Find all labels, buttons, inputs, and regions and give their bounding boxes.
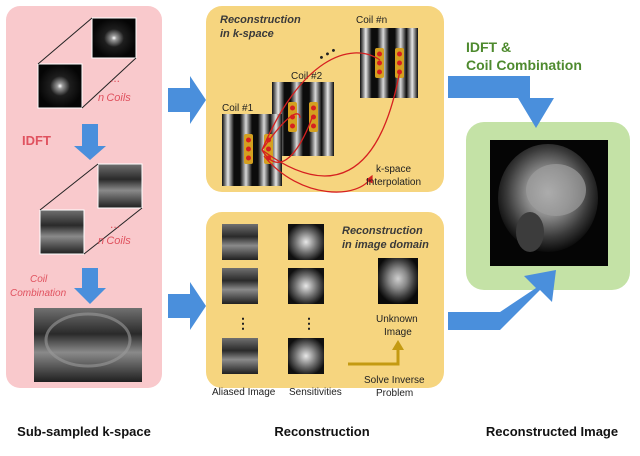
- coil-1-kspace: [222, 114, 282, 186]
- kspace-coil-stack: [37, 17, 137, 109]
- coil-n-kspace: [360, 28, 418, 98]
- unknown-image-thumb: [378, 258, 418, 304]
- kspace-title-line2: in k-space: [220, 28, 274, 40]
- unknown-image-label-line1: Unknown: [376, 314, 418, 325]
- coil-n-label: Coil #n: [356, 15, 387, 26]
- ellipsis-bottom: ...: [110, 217, 120, 231]
- nc-coils-bottom-label: n Coils: [98, 235, 131, 247]
- combined-aliased-image: [34, 308, 142, 382]
- solve-arrow-head: [392, 340, 404, 350]
- coil-2-label: Coil #2: [291, 71, 323, 82]
- unknown-image-label-line2: Image: [384, 327, 412, 338]
- footer-subsampled: Sub-sampled k-space: [17, 424, 151, 439]
- arrow-to-image-domain: [168, 282, 206, 330]
- aliased-vdots: ⋮: [236, 315, 250, 331]
- arrow-image-to-result: [448, 270, 556, 330]
- coil-1-label: Coil #1: [222, 103, 254, 114]
- arrow-idft-to-result: [448, 76, 554, 128]
- nc-coils-top-label: n Coils: [98, 92, 131, 104]
- aliased-image-label: Aliased Image: [212, 387, 276, 398]
- kspace-title-line1: Reconstruction: [220, 14, 301, 26]
- footer-reconstructed: Reconstructed Image: [486, 424, 618, 439]
- reconstructed-image: [490, 140, 608, 266]
- ellipsis-top: ...: [110, 71, 120, 85]
- coil-2-kspace: [272, 82, 334, 156]
- idft-combination-line1: IDFT &: [466, 39, 511, 55]
- solve-arrow: [348, 348, 400, 366]
- arrow-to-kspace: [168, 76, 206, 124]
- footer-reconstruction: Reconstruction: [274, 424, 369, 439]
- idft-combination-line2: Coil Combination: [466, 57, 582, 73]
- idft-label: IDFT: [22, 133, 51, 148]
- solve-label-line2: Problem: [376, 388, 413, 399]
- coil-combination-line1: Coil: [30, 274, 48, 285]
- image-domain-panel: [206, 212, 444, 388]
- idft-down-arrow: [74, 124, 106, 160]
- solve-label-line1: Solve Inverse: [364, 375, 425, 386]
- interpolation-label-line1: k-space: [376, 164, 411, 175]
- image-domain-title-line2: in image domain: [342, 239, 429, 251]
- coil-image-stack: [39, 163, 143, 255]
- coil-combination-arrow: [74, 268, 106, 304]
- image-domain-title-line1: Reconstruction: [342, 225, 423, 237]
- sensitivity-vdots: ⋮: [302, 315, 316, 331]
- aliased-images: [222, 224, 258, 374]
- sensitivities-label: Sensitivities: [289, 387, 342, 398]
- interpolation-curves: [261, 52, 401, 193]
- coil-combination-line2: Combination: [10, 288, 67, 299]
- sensitivity-maps: [288, 224, 324, 374]
- interpolation-label-line2: Interpolation: [366, 177, 421, 188]
